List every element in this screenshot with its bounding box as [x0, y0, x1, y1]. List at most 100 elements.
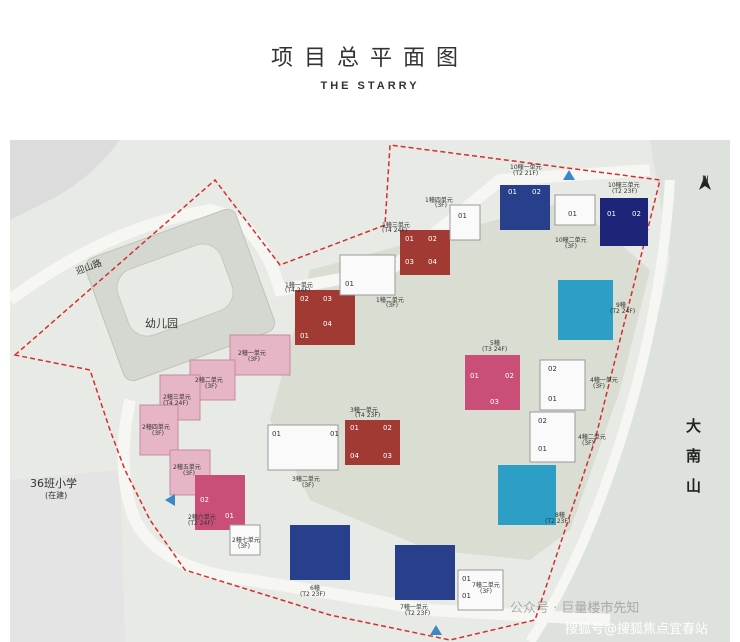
- b7-1-block: [395, 545, 455, 600]
- b8-block: [498, 465, 556, 525]
- b3-2-block: [267, 424, 339, 471]
- b5-unit-01: 01: [470, 372, 479, 380]
- b4-2-name: 4幢二单元: [578, 434, 606, 441]
- b2-2-name: 2幢二单元: [195, 377, 223, 384]
- b2-6-unit-02: 02: [200, 496, 209, 504]
- b4-2-unit-01: 01: [538, 445, 547, 453]
- b4-1-name: 4幢一单元: [590, 377, 618, 384]
- b7-2-block: [457, 569, 504, 611]
- north-label: N: [702, 175, 709, 185]
- b5-unit-03: 03: [490, 398, 499, 406]
- b10-2-block: [554, 194, 596, 226]
- entrance-arrow-north: [563, 170, 575, 180]
- entrance-arrow-west: [165, 494, 175, 506]
- b7-2-unit-01b: 01: [462, 592, 471, 600]
- north-road: [10, 164, 651, 305]
- b2-4-floors: (3F): [152, 430, 164, 437]
- b2-6-unit-01: 01: [225, 512, 234, 520]
- b7-1-name: 7幢一单元: [400, 604, 428, 611]
- b3-1-floors: (T4 23F): [355, 412, 381, 419]
- north-arrow-icon: [699, 175, 711, 190]
- b2-6-name: 2幢六单元: [188, 514, 216, 521]
- b4-2-floors: (3F): [582, 440, 594, 447]
- school-label: 36班小学: [30, 477, 77, 490]
- northwest-buildings: [10, 140, 120, 220]
- b1-3-name: 1幢三单元: [382, 222, 410, 229]
- entrance-arrow-south: [430, 625, 442, 635]
- b3-2-name: 3幢二单元: [292, 476, 320, 483]
- watermark-gongzhonghao: 公众号 · 巨量楼市先知: [510, 601, 640, 616]
- b10-1-floors: (T2 21F): [513, 170, 539, 177]
- b6-block: [290, 525, 350, 580]
- b4-1-block: [539, 359, 586, 411]
- b10-2-unit-01: 01: [568, 210, 577, 218]
- b1-1-unit-04: 04: [323, 320, 332, 328]
- b2-1-block: [229, 334, 291, 376]
- b3-1-unit-04: 04: [350, 452, 359, 460]
- mountain-terrain: [530, 140, 730, 642]
- b1-3-unit-03: 03: [405, 258, 414, 266]
- b10-1-block: [500, 185, 550, 230]
- b1-3-unit-02: 02: [428, 235, 437, 243]
- b2-7-block: [229, 524, 261, 556]
- b1-3-floors: (T4 24F): [382, 227, 408, 234]
- b1-4-floors: (3F): [435, 202, 447, 209]
- b4-2-block: [529, 411, 576, 463]
- b10-2-floors: (3F): [565, 243, 577, 250]
- b8-floors: (T2 23F): [545, 518, 571, 525]
- b10-3-unit-02: 02: [632, 210, 641, 218]
- page-title: 项目总平面图: [270, 46, 469, 71]
- mountain-char-3: 山: [686, 477, 702, 495]
- b5-name: 5幢: [490, 340, 500, 347]
- b3-1-name: 3幢一单元: [350, 407, 378, 414]
- b7-2-floors: (3F): [480, 588, 492, 595]
- b2-4-name: 2幢四单元: [142, 424, 170, 431]
- b10-1-unit-01: 01: [508, 188, 517, 196]
- b1-4-name: 1幢四单元: [425, 197, 453, 204]
- b8-name: 8幢: [555, 512, 565, 519]
- b1-3-unit-01: 01: [405, 235, 414, 243]
- b3-1-unit-01: 01: [350, 424, 359, 432]
- b2-1-name: 2幢一单元: [238, 350, 266, 357]
- b5-floors: (T3 24F): [482, 346, 508, 353]
- b6-floors: (T2 23F): [300, 591, 326, 598]
- b4-2-unit-02: 02: [538, 417, 547, 425]
- b3-1-unit-02: 02: [383, 424, 392, 432]
- site-plan-map: 迎山路 幼儿园 36班小学 (在建) N 01 02 10幢一单元 (T2 21…: [10, 140, 730, 642]
- b1-2-block: [339, 254, 396, 296]
- b1-3-unit-04: 04: [428, 258, 437, 266]
- b1-1-block: [295, 290, 355, 345]
- site-boundary: [13, 144, 661, 641]
- b2-5-name: 2幢五单元: [173, 464, 201, 471]
- b1-4-unit-01: 01: [458, 212, 467, 220]
- page-subtitle: THE STARRY: [320, 80, 420, 92]
- mountain-char-1: 大: [686, 417, 702, 435]
- school-note: (在建): [45, 491, 68, 500]
- b4-1-unit-02: 02: [548, 365, 557, 373]
- b2-3-floors: (T4 24F): [163, 400, 189, 407]
- b1-2-name: 1幢二单元: [376, 297, 404, 304]
- b3-2-floors: (3F): [302, 482, 314, 489]
- b1-1-unit-01: 01: [300, 332, 309, 340]
- b7-2-unit-01a: 01: [462, 575, 471, 583]
- b2-2-floors: (3F): [205, 383, 217, 390]
- b7-1-floors: (T2 23F): [405, 610, 431, 617]
- school-site: [10, 470, 125, 642]
- b10-1-name: 10幢一单元: [510, 164, 542, 171]
- b1-1-floors: (T4 24F): [285, 287, 311, 294]
- b7-2-name: 7幢二单元: [472, 582, 500, 589]
- b1-3-block: [400, 230, 450, 275]
- b10-3-block: [600, 198, 648, 246]
- b2-4-block: [139, 404, 179, 456]
- b10-1-unit-02: 02: [532, 188, 541, 196]
- b2-1-floors: (3F): [248, 356, 260, 363]
- south-road: [117, 398, 611, 626]
- b4-1-floors: (3F): [593, 383, 605, 390]
- b5-unit-02: 02: [505, 372, 514, 380]
- mountain-char-2: 南: [686, 447, 702, 465]
- b2-7-name: 2幢七单元: [232, 537, 260, 544]
- b9-name: 9幢: [616, 302, 626, 309]
- kindergarten-building: [116, 243, 234, 337]
- b6-name: 6幢: [310, 585, 320, 592]
- b1-1-name: 1幢一单元: [285, 282, 313, 289]
